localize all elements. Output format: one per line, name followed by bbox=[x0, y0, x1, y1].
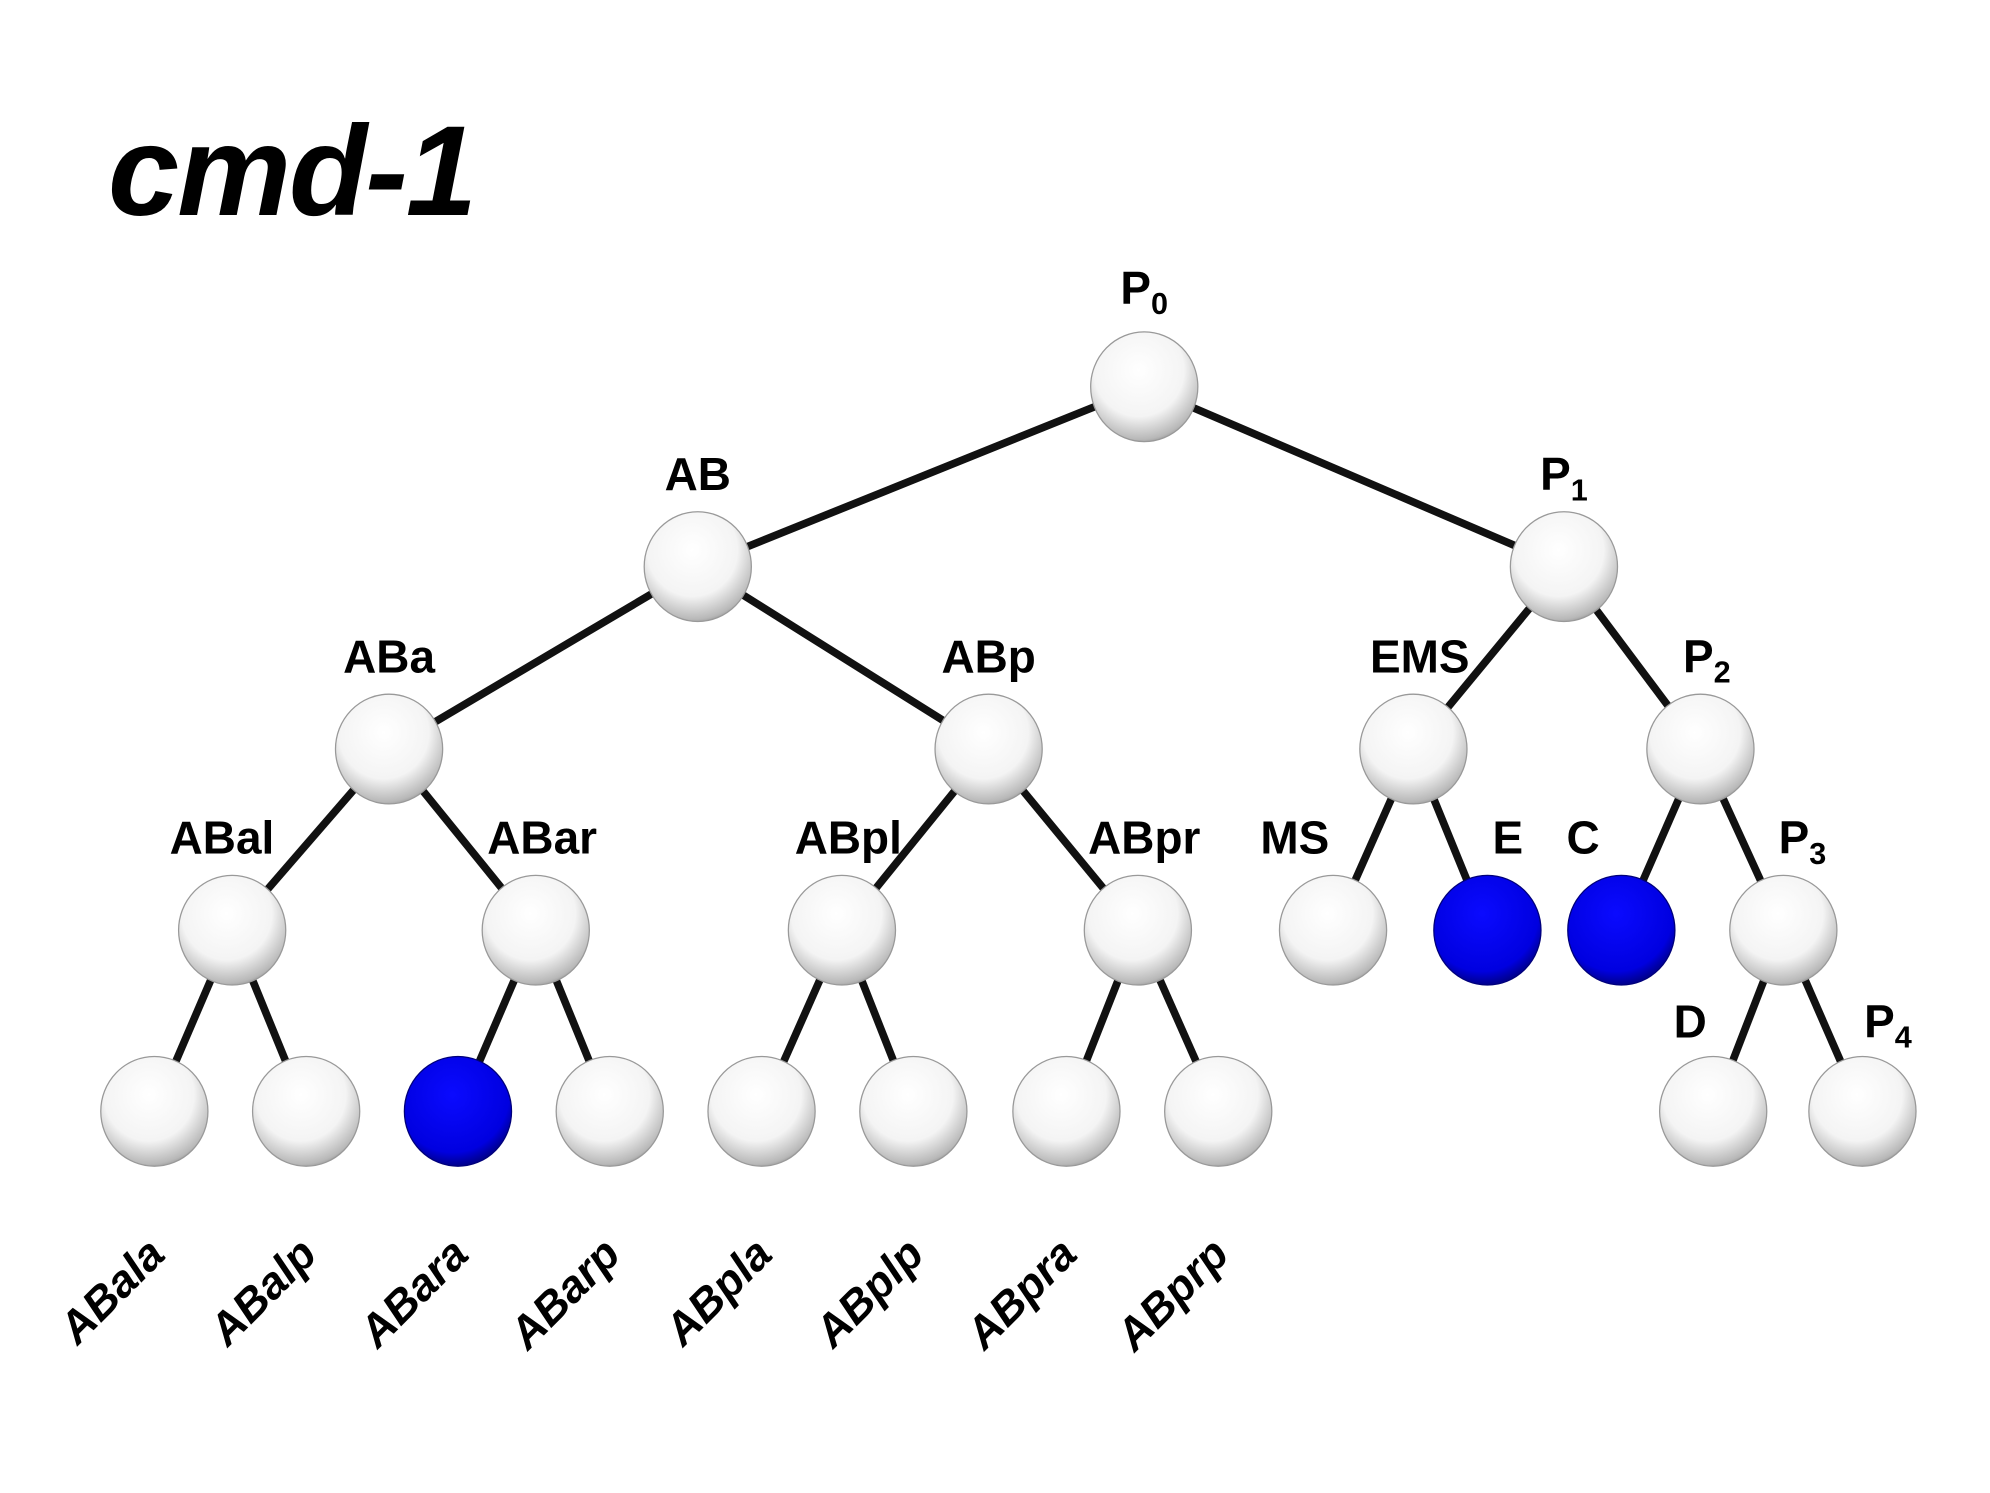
cell-P1 bbox=[1509, 511, 1619, 623]
cell-label-P1: P1 bbox=[1540, 448, 1588, 507]
cell-P4 bbox=[1808, 1055, 1917, 1167]
lineage-edge-P0-P1 bbox=[1142, 383, 1566, 571]
cell-label-ABp: ABp bbox=[941, 631, 1035, 683]
cell-label-subscript: 0 bbox=[1151, 287, 1168, 321]
cell-label-ABpl: ABpl bbox=[795, 812, 902, 864]
cell-label-ABala: ABala bbox=[49, 1229, 174, 1354]
cell-ABarp bbox=[555, 1055, 664, 1167]
cell-label-ABalp: ABalp bbox=[199, 1229, 326, 1356]
cell-ABala bbox=[100, 1055, 209, 1167]
cell-ABara bbox=[403, 1055, 513, 1167]
lineage-edge-P0-AB bbox=[696, 383, 1146, 571]
cell-label-ABara: ABara bbox=[349, 1229, 477, 1357]
cell-label-ABplp: ABplp bbox=[805, 1229, 933, 1357]
cell-label-P3: P3 bbox=[1779, 812, 1827, 871]
cell-label-P0: P0 bbox=[1120, 262, 1168, 321]
cell-D bbox=[1658, 1055, 1768, 1167]
cell-label-ABpr: ABpr bbox=[1088, 812, 1200, 864]
cell-ABprp bbox=[1164, 1055, 1273, 1167]
cell-ABalp bbox=[251, 1055, 361, 1167]
cell-ABar bbox=[481, 874, 590, 986]
cell-label-ABa: ABa bbox=[343, 631, 435, 683]
cell-EMS bbox=[1359, 693, 1468, 805]
cell-label-AB: AB bbox=[665, 448, 731, 500]
cell-label-E: E bbox=[1492, 812, 1523, 864]
cell-ABa bbox=[334, 693, 444, 805]
cell-ABal bbox=[177, 874, 287, 986]
cell-label-MS: MS bbox=[1260, 812, 1329, 864]
cell-label-subscript: 3 bbox=[1809, 837, 1826, 871]
cell-label-D: D bbox=[1674, 995, 1707, 1047]
cell-ABpra bbox=[1012, 1055, 1121, 1167]
cell-P0 bbox=[1090, 331, 1199, 443]
cell-label-ABal: ABal bbox=[170, 812, 275, 864]
gene-title: cmd-1 bbox=[108, 100, 477, 243]
cell-label-subscript: 2 bbox=[1714, 656, 1731, 690]
cell-label-subscript: 1 bbox=[1571, 473, 1588, 507]
cell-label-P2: P2 bbox=[1683, 631, 1731, 690]
cell-label-ABpla: ABpla bbox=[655, 1229, 782, 1356]
cell-label-P4: P4 bbox=[1864, 995, 1912, 1054]
cell-AB bbox=[643, 511, 752, 623]
cell-ABpl bbox=[787, 874, 897, 986]
cell-label-ABarp: ABarp bbox=[500, 1229, 630, 1359]
cell-label-ABprp: ABprp bbox=[1106, 1229, 1238, 1361]
cell-ABpla bbox=[707, 1055, 816, 1167]
cell-label-EMS: EMS bbox=[1370, 631, 1469, 683]
cell-label-subscript: 4 bbox=[1895, 1021, 1912, 1055]
cell-C bbox=[1567, 874, 1676, 986]
cell-ABplp bbox=[859, 1055, 968, 1167]
lineage-edge-AB-ABa bbox=[387, 563, 700, 753]
cell-label-ABar: ABar bbox=[487, 812, 597, 864]
cell-ABp bbox=[934, 693, 1043, 805]
lineage-edge-AB-ABp bbox=[695, 563, 991, 753]
cell-P2 bbox=[1646, 693, 1755, 805]
cell-label-ABpra: ABpra bbox=[956, 1229, 1086, 1359]
cell-E bbox=[1433, 874, 1542, 986]
cell-ABpr bbox=[1083, 874, 1193, 986]
cell-MS bbox=[1278, 874, 1388, 986]
cell-label-C: C bbox=[1566, 812, 1599, 864]
cell-P3 bbox=[1729, 874, 1838, 986]
